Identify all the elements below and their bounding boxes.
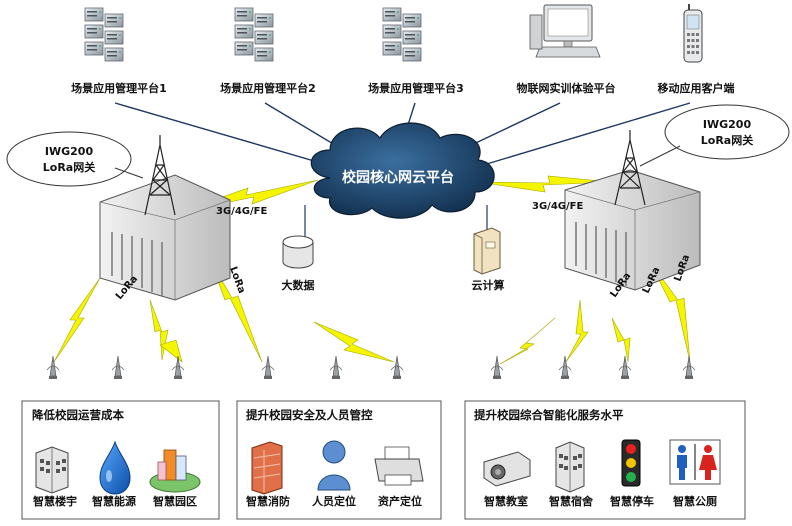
item-label: 智慧能源 bbox=[92, 494, 136, 508]
lightning-r2 bbox=[565, 299, 589, 363]
antenna-icon bbox=[111, 355, 125, 380]
platform-5: 移动应用客户端 bbox=[658, 4, 735, 95]
left-gateway-type: LoRa网关 bbox=[43, 160, 95, 174]
group-box-1: 降低校园运营成本 智慧楼宇 智慧能源 智慧园区 bbox=[21, 400, 220, 520]
water-drop-icon bbox=[99, 440, 131, 495]
platform-4: 物联网实训体验平台 bbox=[517, 4, 616, 95]
lightning-l2b bbox=[159, 339, 183, 363]
item-label: 智慧停车 bbox=[610, 494, 654, 508]
group-title: 提升校园安全及人员管控 bbox=[246, 408, 373, 422]
antenna-icon bbox=[490, 355, 504, 380]
group-box-3: 提升校园综合智能化服务水平 智慧教室 智慧宿舍 智慧停车 bbox=[464, 400, 746, 520]
printer-icon bbox=[374, 446, 424, 486]
platform-3: 场景应用管理平台3 bbox=[368, 7, 464, 95]
core-cloud: 校园核心网云平台 bbox=[310, 122, 495, 219]
item-label: 资产定位 bbox=[378, 494, 422, 508]
antenna-icon bbox=[618, 355, 632, 380]
server-rack-icon bbox=[234, 7, 274, 62]
right-gateway-model: IWG200 bbox=[703, 118, 752, 131]
left-gateway-callout: IWG200 LoRa网关 bbox=[6, 131, 144, 187]
left-gateway-model: IWG200 bbox=[45, 145, 94, 158]
antenna-icon bbox=[171, 355, 185, 380]
item-label: 智慧宿舍 bbox=[549, 494, 594, 508]
mobile-phone-icon bbox=[683, 4, 703, 63]
platform-label: 场景应用管理平台1 bbox=[71, 81, 167, 95]
antenna-icon bbox=[682, 355, 696, 380]
item-label: 智慧公厕 bbox=[673, 494, 717, 508]
big-data-label: 大数据 bbox=[282, 278, 315, 292]
projector-icon bbox=[483, 451, 531, 487]
campus-icon bbox=[149, 449, 201, 493]
antenna-icon bbox=[261, 355, 275, 380]
cloud-label: 校园核心网云平台 bbox=[342, 169, 454, 186]
antenna-icon bbox=[390, 355, 404, 380]
platform-label: 场景应用管理平台3 bbox=[368, 81, 464, 95]
desktop-computer-icon bbox=[529, 4, 601, 58]
group-title: 降低校园运营成本 bbox=[32, 408, 124, 422]
server-rack-icon bbox=[84, 7, 124, 62]
right-gateway-building: 3G/4G/FE LoRa LoRa LoRa bbox=[532, 130, 701, 300]
traffic-light-icon bbox=[621, 439, 641, 487]
platform-label: 物联网实训体验平台 bbox=[517, 81, 616, 95]
big-data-node: 大数据 bbox=[282, 235, 315, 292]
antenna-icon bbox=[329, 355, 343, 380]
cell-tower-icon bbox=[614, 130, 646, 206]
platform-label: 移动应用客户端 bbox=[658, 81, 735, 95]
item-label: 智慧园区 bbox=[153, 494, 197, 508]
cell-tower-icon bbox=[144, 135, 176, 216]
item-label: 智慧教室 bbox=[484, 494, 528, 508]
server-rack-icon bbox=[382, 7, 422, 62]
right-gateway-type: LoRa网关 bbox=[701, 133, 753, 147]
restroom-icon bbox=[669, 439, 721, 485]
person-icon bbox=[317, 440, 351, 491]
firewall-icon bbox=[251, 441, 283, 495]
platform-label: 场景应用管理平台2 bbox=[220, 81, 316, 95]
lightning-l3 bbox=[209, 259, 263, 363]
lightning-r3 bbox=[611, 317, 631, 363]
platform-2: 场景应用管理平台2 bbox=[220, 7, 316, 95]
dormitory-icon bbox=[555, 441, 585, 493]
link-label-left: 3G/4G/FE bbox=[216, 206, 267, 217]
platform-1: 场景应用管理平台1 bbox=[71, 7, 167, 95]
cloud-compute-label: 云计算 bbox=[472, 278, 505, 292]
server-cabinet-icon bbox=[473, 227, 501, 275]
group-title: 提升校园综合智能化服务水平 bbox=[474, 408, 624, 422]
item-label: 人员定位 bbox=[312, 494, 356, 508]
left-gateway-building: 3G/4G/FE LoRa LoRa bbox=[99, 135, 267, 302]
lightning-l2 bbox=[149, 299, 169, 361]
antenna-icon bbox=[46, 355, 60, 380]
item-label: 智慧消防 bbox=[246, 494, 290, 508]
cloud-compute-node: 云计算 bbox=[472, 227, 505, 292]
lightning-center bbox=[313, 321, 395, 363]
building-icon bbox=[35, 446, 69, 494]
lora-label-left-2: LoRa bbox=[227, 265, 247, 295]
item-label: 智慧楼宇 bbox=[33, 494, 77, 508]
link-label-right: 3G/4G/FE bbox=[532, 201, 583, 212]
database-icon bbox=[282, 235, 314, 269]
antenna-icon bbox=[558, 355, 572, 380]
sensor-antennas bbox=[46, 355, 696, 380]
lightning-r1 bbox=[499, 317, 556, 365]
lightning-l1 bbox=[53, 277, 101, 363]
group-box-2: 提升校园安全及人员管控 智慧消防 人员定位 资产定位 bbox=[236, 400, 442, 520]
right-gateway-callout: IWG200 LoRa网关 bbox=[639, 104, 790, 167]
